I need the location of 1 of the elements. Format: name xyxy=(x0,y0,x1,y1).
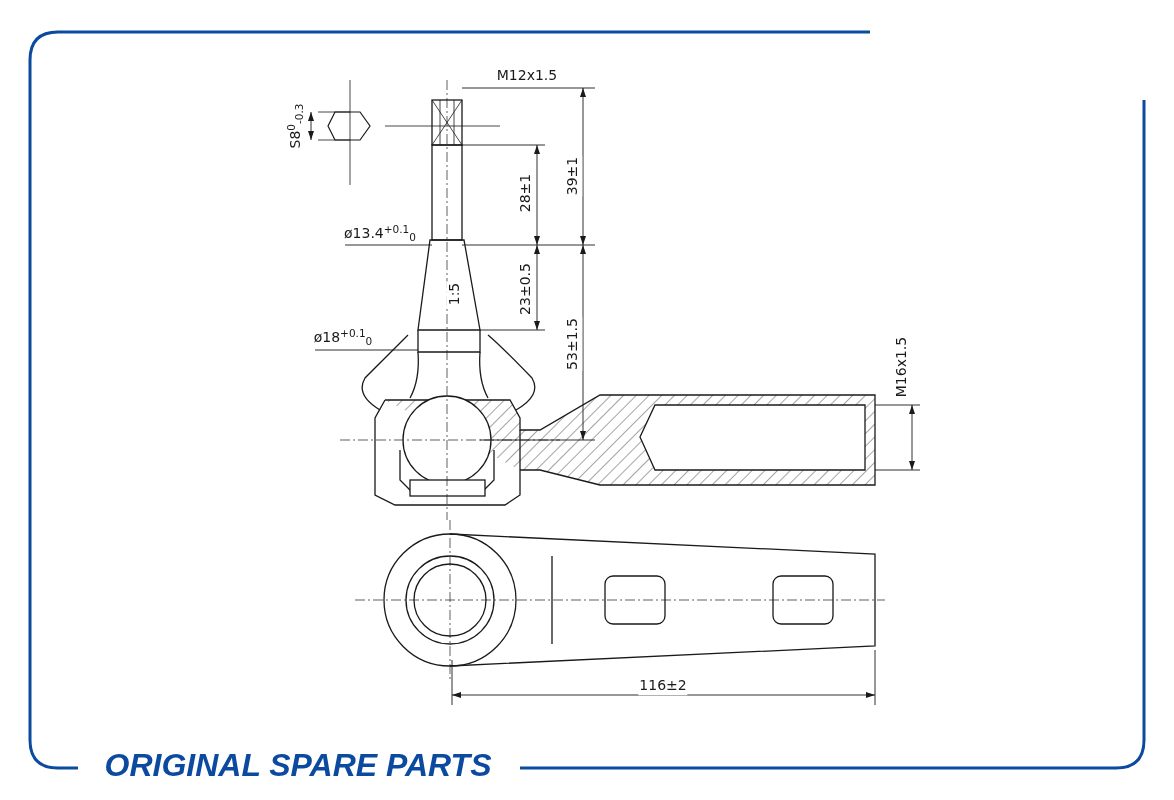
dimension-label: 116±2 xyxy=(638,677,688,695)
